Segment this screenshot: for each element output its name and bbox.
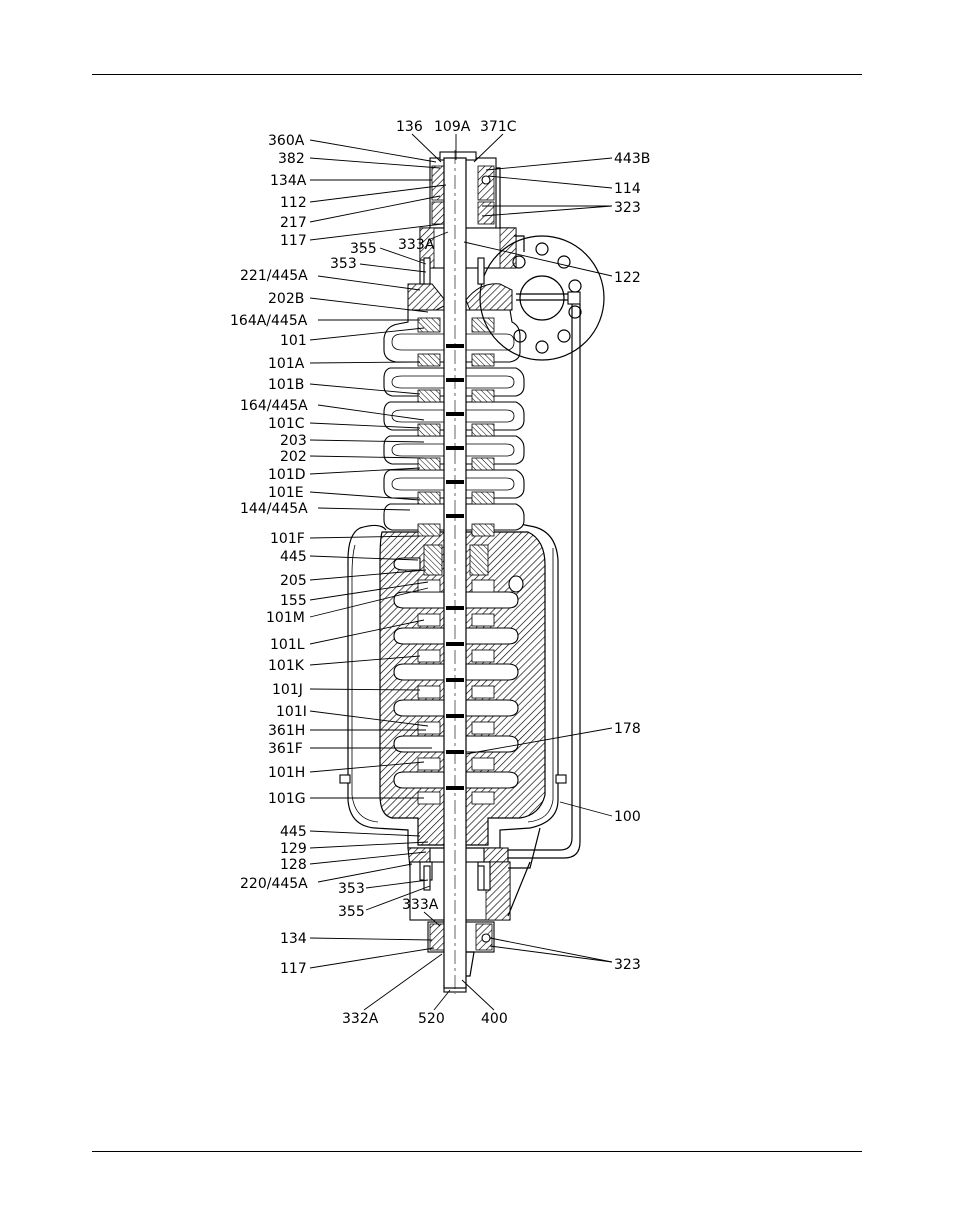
- callout-443b: 443B: [614, 151, 650, 167]
- callout-134a: 134A: [270, 173, 307, 189]
- callout-101k: 101K: [268, 658, 305, 674]
- callout-101: 101: [280, 333, 307, 349]
- callout-114: 114: [614, 181, 641, 197]
- callout-355-upper: 355: [350, 241, 377, 257]
- callout-353-lower: 353: [338, 881, 365, 897]
- callout-117-lower: 117: [280, 961, 307, 977]
- callout-101g: 101G: [268, 791, 306, 807]
- callout-136: 136: [396, 119, 423, 135]
- callout-101l: 101L: [270, 637, 305, 653]
- callout-361f: 361F: [268, 741, 303, 757]
- callout-101b: 101B: [268, 377, 304, 393]
- callout-520: 520: [418, 1011, 445, 1027]
- callout-323-upper: 323: [614, 200, 641, 216]
- callout-101j: 101J: [272, 682, 303, 698]
- callout-323-lower: 323: [614, 957, 641, 973]
- callout-202b: 202B: [268, 291, 304, 307]
- callout-164-445a: 164/445A: [240, 398, 308, 414]
- callout-101h: 101H: [268, 765, 305, 781]
- callout-445-lower: 445: [280, 824, 307, 840]
- callout-178: 178: [614, 721, 641, 737]
- callout-101d: 101D: [268, 467, 306, 483]
- callout-445-upper: 445: [280, 549, 307, 565]
- shaft: [444, 150, 466, 994]
- callout-134: 134: [280, 931, 307, 947]
- callout-129: 129: [280, 841, 307, 857]
- callout-371c: 371C: [480, 119, 517, 135]
- top-bearing-housing: [430, 152, 514, 236]
- callout-112: 112: [280, 195, 307, 211]
- callout-100: 100: [614, 809, 641, 825]
- callout-333a-upper: 333A: [398, 237, 435, 253]
- callout-155: 155: [280, 593, 307, 609]
- callout-101e: 101E: [268, 485, 304, 501]
- pump-body: [340, 150, 604, 994]
- right-drain-port: [556, 775, 566, 783]
- callout-101f: 101F: [270, 531, 305, 547]
- left-drain-port: [340, 775, 350, 783]
- callout-164a-445a: 164A/445A: [230, 313, 308, 329]
- callout-355-lower: 355: [338, 904, 365, 920]
- callout-360a: 360A: [268, 133, 305, 149]
- callout-101m: 101M: [266, 610, 305, 626]
- callout-220-445a: 220/445A: [240, 876, 308, 892]
- callout-333a-lower: 333A: [402, 897, 439, 913]
- callout-202: 202: [280, 449, 307, 465]
- callout-128: 128: [280, 857, 307, 873]
- callout-122: 122: [614, 270, 641, 286]
- callout-101a: 101A: [268, 356, 305, 372]
- callout-205: 205: [280, 573, 307, 589]
- callout-203: 203: [280, 433, 307, 449]
- callout-217: 217: [280, 215, 307, 231]
- callout-221-445a: 221/445A: [240, 268, 308, 284]
- callout-109a: 109A: [434, 119, 471, 135]
- callout-117-upper: 117: [280, 233, 307, 249]
- callout-382: 382: [278, 151, 305, 167]
- callout-101i: 101I: [276, 704, 307, 720]
- callout-400: 400: [481, 1011, 508, 1027]
- callout-101c: 101C: [268, 416, 305, 432]
- callout-353-upper: 353: [330, 256, 357, 272]
- callout-332a: 332A: [342, 1011, 379, 1027]
- callout-144-445a: 144/445A: [240, 501, 308, 517]
- callout-361h: 361H: [268, 723, 305, 739]
